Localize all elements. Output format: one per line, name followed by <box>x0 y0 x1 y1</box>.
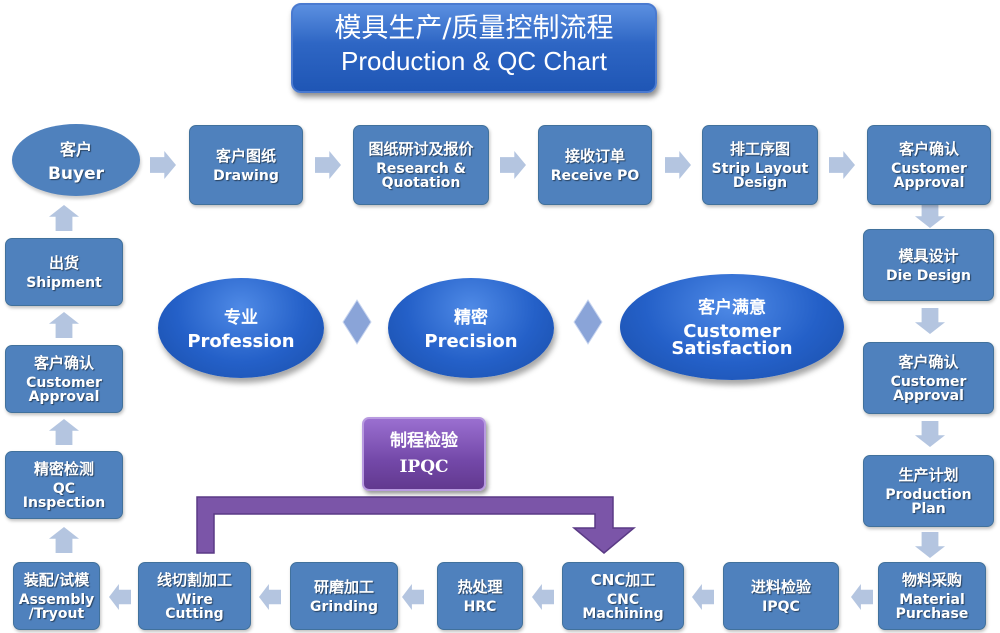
node-buyer: 客户 Buyer <box>12 124 140 196</box>
buyer-label-en: Buyer <box>47 164 105 184</box>
step-label-en: Drawing <box>213 168 279 184</box>
ipqc-connector-arrow <box>196 496 637 554</box>
step-label-en: IPQC <box>762 599 800 615</box>
step-label-zh: 客户图纸 <box>215 147 276 165</box>
step-label-en: Die Design <box>885 268 972 284</box>
step-strip-layout: 排工序图 Strip Layout Design <box>702 125 818 205</box>
step-cnc-machining: CNC加工 CNC Machining <box>562 562 684 630</box>
arrow-left-icon <box>692 584 714 610</box>
step-label-zh: 精密检测 <box>33 460 94 478</box>
value-label-en: Precision <box>424 330 518 352</box>
step-label-en: CNC Machining <box>582 592 664 622</box>
arrow-down-icon <box>915 421 945 447</box>
step-label-en: Customer Approval <box>891 161 967 191</box>
step-label-en: Research & Quotation <box>376 161 466 191</box>
step-label-zh: 出货 <box>48 254 79 272</box>
step-label-en: Assembly /Tryout <box>18 592 95 622</box>
step-assembly-tryout: 装配/试模 Assembly /Tryout <box>13 562 100 630</box>
arrow-left-icon <box>259 584 281 610</box>
ipqc-label-zh: 制程检验 <box>390 431 458 451</box>
step-heat-treatment: 热处理 HRC <box>437 562 523 630</box>
value-label-zh: 精密 <box>454 307 488 328</box>
step-wire-cutting: 线切割加工 Wire Cutting <box>138 562 251 630</box>
step-production-plan: 生产计划 Production Plan <box>863 455 994 527</box>
step-label-en: Production Plan <box>885 487 972 517</box>
step-label-en: Wire Cutting <box>165 592 224 622</box>
value-customer-satisfaction: 客户满意 Customer Satisfaction <box>620 274 844 380</box>
arrow-left-icon <box>532 584 554 610</box>
step-qc-inspection: 精密检测 QC Inspection <box>5 451 123 519</box>
arrow-left-icon <box>109 584 131 610</box>
chart-title: 模具生产/质量控制流程 Production & QC Chart <box>291 3 657 93</box>
arrow-right-icon <box>150 151 176 179</box>
arrow-down-icon <box>915 202 945 228</box>
step-die-design: 模具设计 Die Design <box>863 229 994 301</box>
step-label-en: HRC <box>463 599 497 615</box>
step-material-purchase: 物料采购 Material Purchase <box>878 562 986 630</box>
step-shipment: 出货 Shipment <box>5 238 123 306</box>
step-label-zh: 客户确认 <box>898 353 959 371</box>
step-label-en: Receive PO <box>550 168 640 184</box>
step-label-zh: 物料采购 <box>901 571 962 589</box>
ipqc-label-en: IPQC <box>399 457 449 477</box>
buyer-label-zh: 客户 <box>59 140 92 159</box>
arrow-up-icon <box>49 419 79 445</box>
step-label-zh: 排工序图 <box>729 140 790 158</box>
step-label-zh: 线切割加工 <box>156 571 232 589</box>
step-label-en: Customer Approval <box>26 375 102 405</box>
arrow-right-icon <box>829 151 855 179</box>
step-drawing: 客户图纸 Drawing <box>189 125 303 205</box>
step-label-en: QC Inspection <box>22 481 106 511</box>
step-label-zh: 图纸研讨及报价 <box>368 140 474 158</box>
diamond-icon <box>342 299 372 345</box>
title-english: Production & QC Chart <box>341 46 607 76</box>
step-label-zh: CNC加工 <box>590 571 656 589</box>
step-label-en: Shipment <box>26 275 102 291</box>
arrow-right-icon <box>500 151 526 179</box>
step-label-zh: 接收订单 <box>564 147 625 165</box>
step-label-zh: 客户确认 <box>33 354 94 372</box>
step-label-en: Customer Approval <box>890 374 967 404</box>
step-customer-approval-1: 客户确认 Customer Approval <box>867 125 991 205</box>
arrow-right-icon <box>665 151 691 179</box>
step-label-zh: 生产计划 <box>898 466 959 484</box>
arrow-down-icon <box>915 308 945 334</box>
value-precision: 精密 Precision <box>388 278 554 378</box>
value-profession: 专业 Profession <box>158 278 324 378</box>
ipqc-process-inspection: 制程检验 IPQC <box>362 417 486 491</box>
step-label-zh: 进料检验 <box>750 578 811 596</box>
value-label-zh: 客户满意 <box>698 298 766 318</box>
step-incoming-ipqc: 进料检验 IPQC <box>723 562 839 630</box>
value-label-en: Customer Satisfaction <box>671 321 793 359</box>
step-research-quotation: 图纸研讨及报价 Research & Quotation <box>353 125 489 205</box>
step-label-en: Material Purchase <box>895 592 969 622</box>
step-label-zh: 热处理 <box>457 578 503 596</box>
step-label-zh: 模具设计 <box>898 247 959 265</box>
step-label-zh: 客户确认 <box>898 140 959 158</box>
step-grinding: 研磨加工 Grinding <box>290 562 398 630</box>
arrow-down-icon <box>915 532 945 558</box>
value-label-en: Profession <box>187 330 295 352</box>
step-label-en: Strip Layout Design <box>711 161 809 191</box>
step-label-zh: 研磨加工 <box>313 578 374 596</box>
arrow-left-icon <box>402 584 424 610</box>
step-customer-approval-3: 客户确认 Customer Approval <box>5 345 123 413</box>
title-chinese: 模具生产/质量控制流程 <box>334 13 614 44</box>
step-label-en: Grinding <box>310 599 378 615</box>
arrow-up-icon <box>49 312 79 338</box>
arrow-left-icon <box>851 584 873 610</box>
step-receive-po: 接收订单 Receive PO <box>538 125 652 205</box>
value-label-zh: 专业 <box>224 307 258 328</box>
arrow-right-icon <box>315 151 341 179</box>
arrow-up-icon <box>49 205 79 231</box>
arrow-up-icon <box>49 527 79 553</box>
diamond-icon <box>573 299 603 345</box>
step-label-zh: 装配/试模 <box>23 571 90 589</box>
step-customer-approval-2: 客户确认 Customer Approval <box>863 342 994 414</box>
